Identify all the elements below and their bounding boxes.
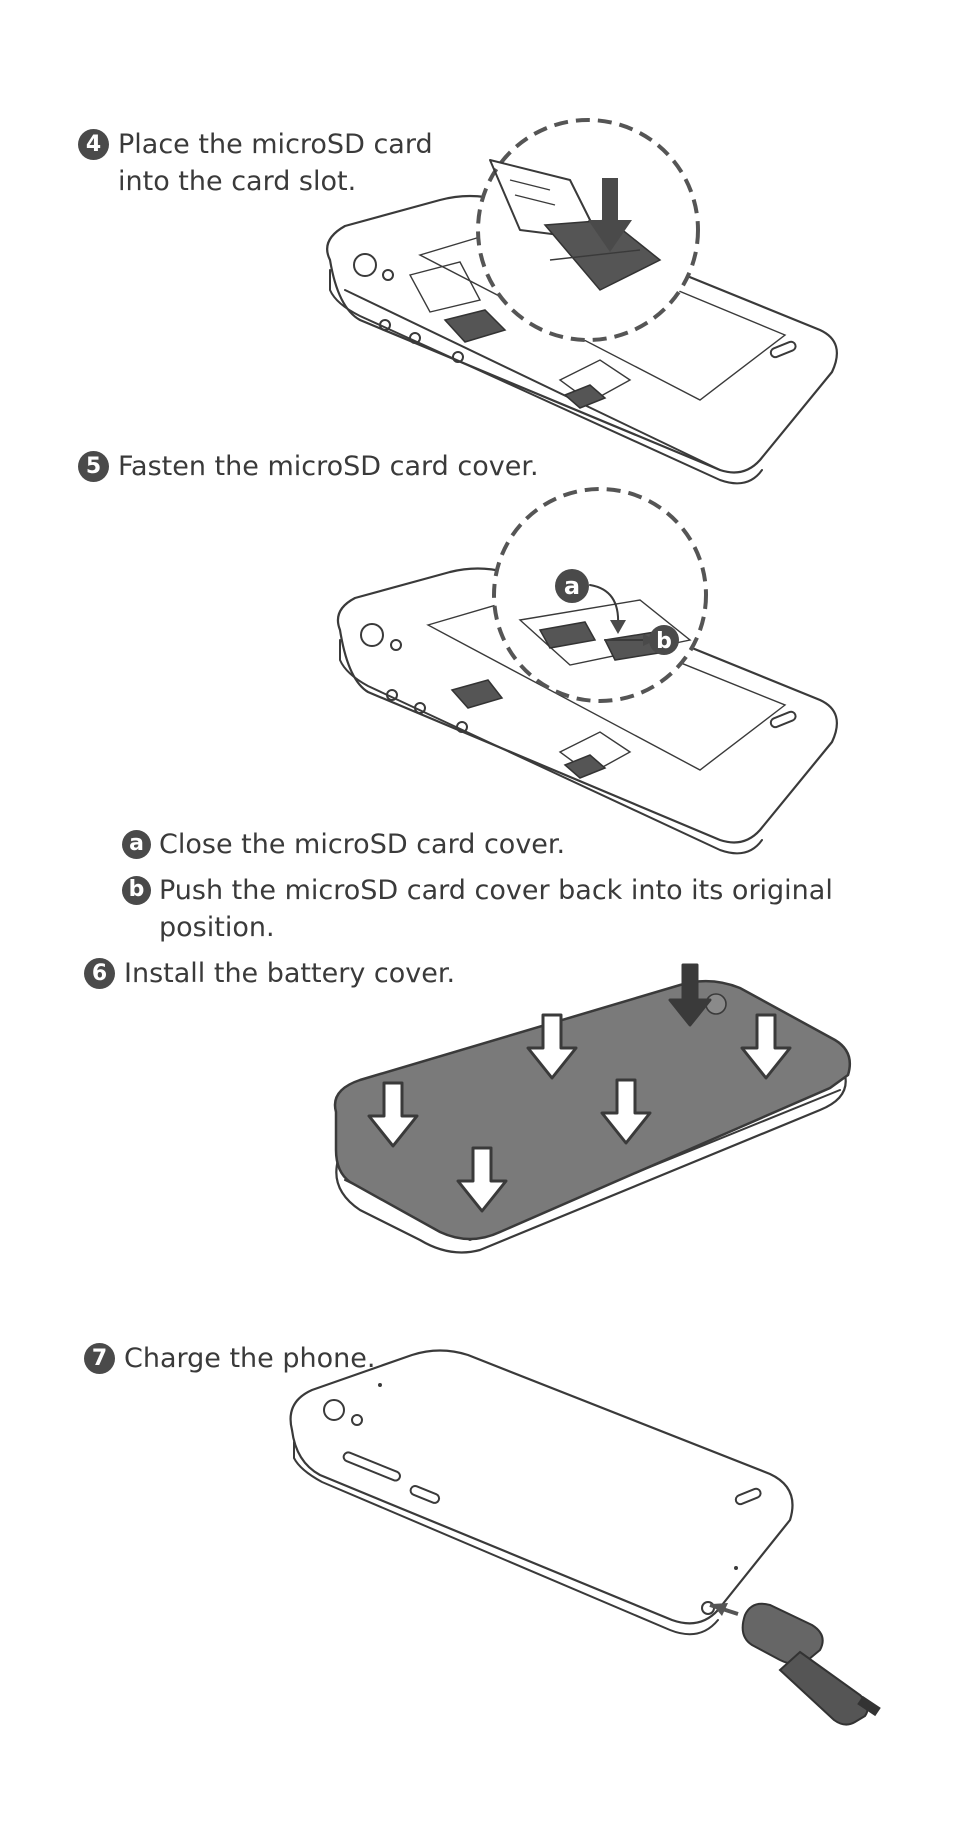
- down-arrow-icon: [456, 1146, 508, 1213]
- svg-text:b: b: [656, 629, 672, 654]
- step-4-text: Place the microSD card into the card slo…: [118, 129, 433, 197]
- down-arrow-icon: [600, 1078, 652, 1145]
- step-7-text: Charge the phone.: [124, 1343, 376, 1374]
- press-arrows: [367, 963, 792, 1213]
- step-5: 5 Fasten the microSD card cover.: [78, 448, 539, 485]
- step-6-number: 6: [84, 958, 115, 989]
- figure-step-5: a b: [336, 487, 838, 855]
- step-5-text: Fasten the microSD card cover.: [118, 451, 539, 482]
- step-7-number: 7: [84, 1343, 115, 1374]
- label-b: b: [649, 625, 679, 655]
- svg-text:a: a: [564, 572, 580, 600]
- battery-cover: [333, 979, 852, 1241]
- zoom-detail: [489, 159, 662, 291]
- down-arrow-icon: [668, 963, 712, 1027]
- step-6: 6 Install the battery cover.: [84, 955, 455, 992]
- step-4: 4 Place the microSD card into the card s…: [78, 126, 433, 200]
- down-arrow-icon: [740, 1013, 792, 1080]
- substep-a-letter: a: [122, 830, 151, 859]
- substep-b: b Push the microSD card cover back into …: [122, 872, 833, 946]
- figure-step-4: [326, 118, 838, 485]
- down-arrow-icon: [526, 1013, 578, 1080]
- label-a: a: [555, 569, 589, 603]
- substep-a-text: Close the microSD card cover.: [159, 829, 566, 860]
- down-arrow-icon: [367, 1081, 419, 1148]
- step-6-text: Install the battery cover.: [124, 958, 456, 989]
- usb-cable-icon: [709, 1602, 881, 1726]
- step-7: 7 Charge the phone.: [84, 1340, 375, 1377]
- substep-a: a Close the microSD card cover.: [122, 826, 565, 863]
- substep-b-text: Push the microSD card cover back into it…: [159, 875, 833, 943]
- step-5-number: 5: [78, 451, 109, 482]
- insert-arrow-icon: [588, 178, 632, 252]
- phone: [289, 1349, 794, 1625]
- step-4-number: 4: [78, 129, 109, 160]
- substep-b-letter: b: [122, 876, 151, 905]
- figure-step-6: [333, 963, 852, 1254]
